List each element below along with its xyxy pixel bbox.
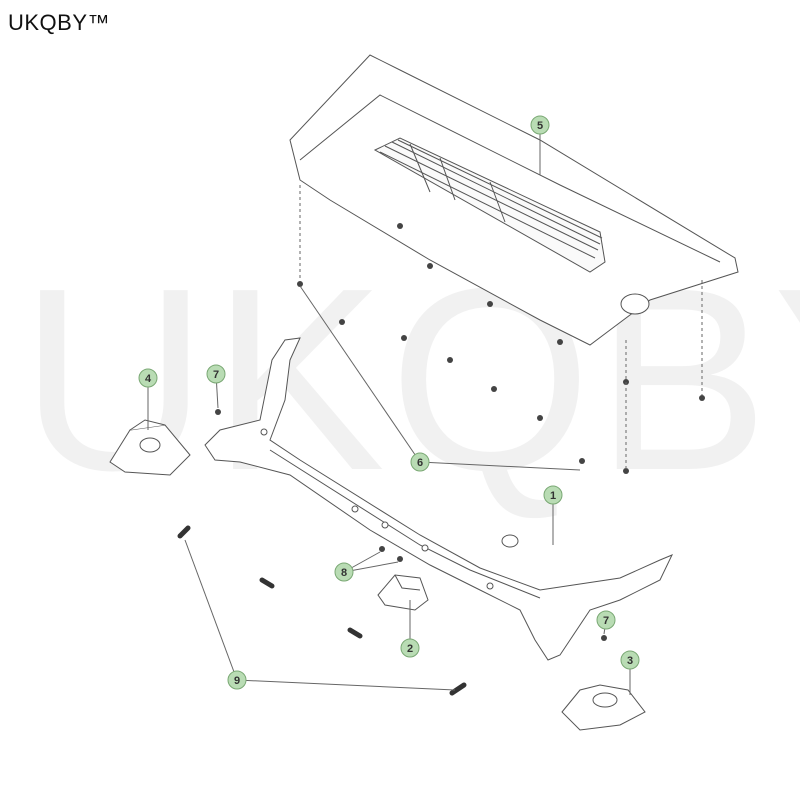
svg-text:1: 1 [550,490,556,502]
callout-8: 8 [334,562,354,582]
callout-7-right: 7 [596,610,616,630]
callout-2: 2 [400,638,420,658]
svg-text:2: 2 [407,643,413,655]
svg-text:4: 4 [145,373,152,385]
leader-lines [147,130,631,695]
callout-3: 3 [620,650,640,670]
center-bracket [377,574,429,611]
fasteners [215,409,607,641]
assembly-guide-lines [299,185,703,470]
right-bracket [561,684,646,731]
clip-set [297,223,705,474]
spring-set [177,525,467,696]
callout-9: 9 [227,670,247,690]
svg-text:9: 9 [234,675,240,687]
callout-1: 1 [543,485,563,505]
cowl-top-cover [289,54,739,346]
cowl-panel [204,337,674,661]
left-bracket [109,419,191,476]
svg-text:7: 7 [603,615,609,627]
svg-text:8: 8 [341,567,347,579]
callout-6: 6 [410,452,430,472]
svg-text:6: 6 [417,457,423,469]
svg-text:3: 3 [627,655,633,667]
svg-text:7: 7 [213,369,219,381]
callout-4: 4 [138,368,158,388]
callout-5: 5 [530,115,550,135]
svg-text:5: 5 [537,120,543,132]
brand-logo-text: UKQBY™ [8,10,111,35]
callout-7-left: 7 [206,364,226,384]
